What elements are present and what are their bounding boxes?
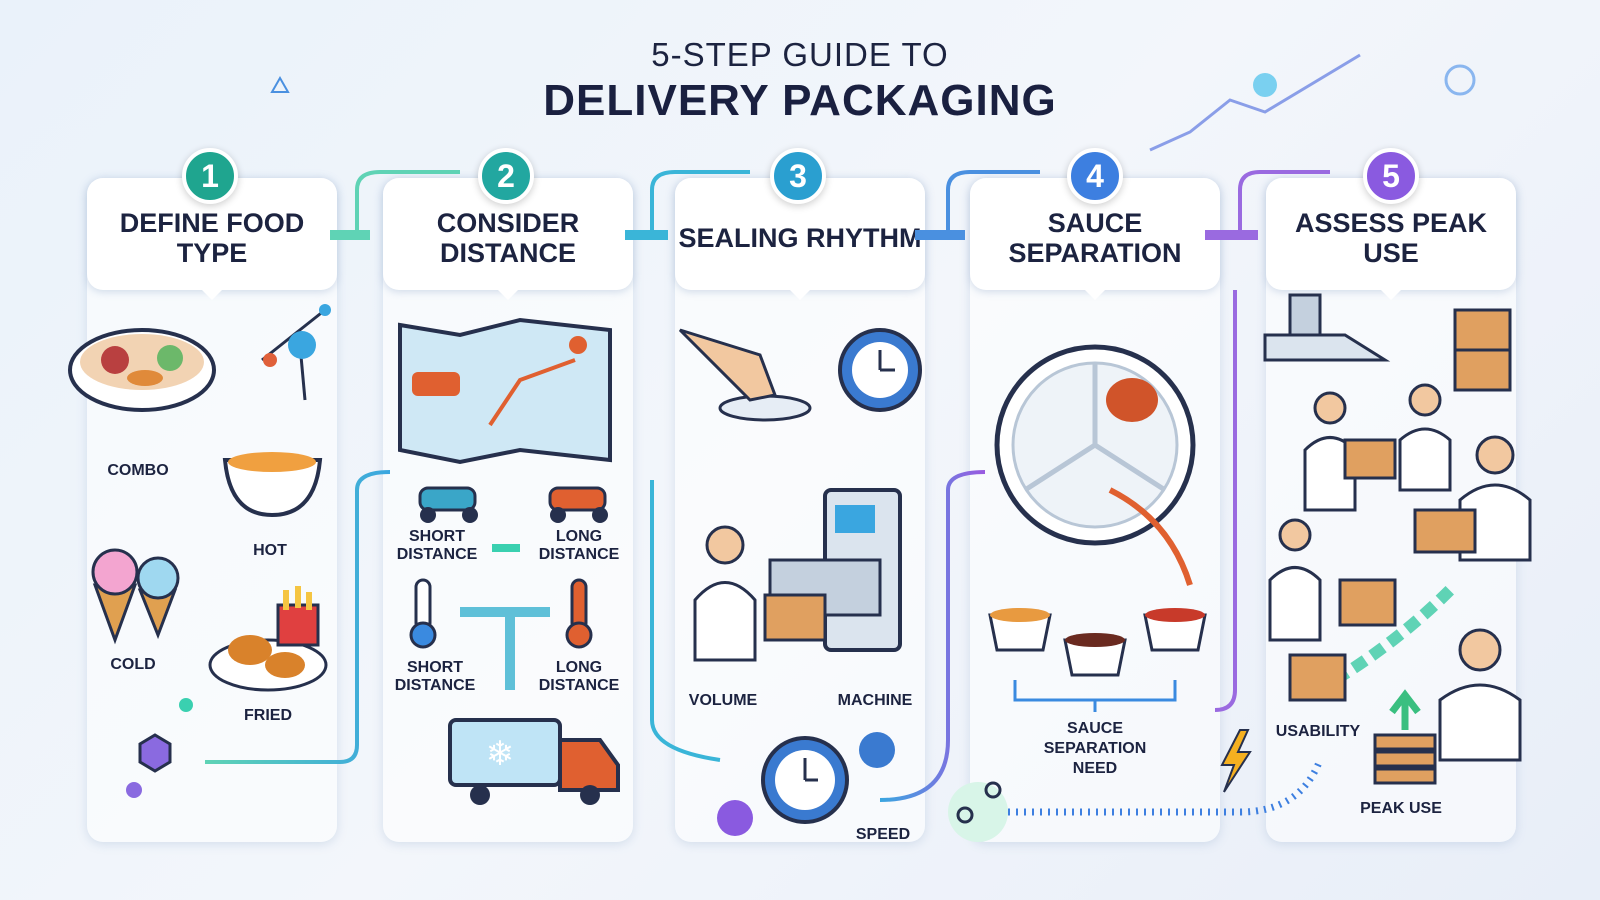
kitchen-workers-icon xyxy=(1303,383,1532,562)
scooter-short-icon xyxy=(418,486,478,523)
label-short-distance: SHORT DISTANCE xyxy=(396,528,478,563)
sauce-flow-arrow xyxy=(1108,487,1193,586)
usability-box-icon xyxy=(1288,653,1347,702)
label-long-distance-temp: LONG DISTANCE xyxy=(538,659,620,694)
divided-plate-icon xyxy=(994,344,1196,546)
map-icon xyxy=(398,317,612,465)
link-node-icon xyxy=(948,781,1008,842)
label-sauce-separation-need: SAUCE SEPARATION NEED xyxy=(1043,720,1147,777)
step-2-number-badge: 2 xyxy=(478,148,534,204)
label-speed: SPEED xyxy=(855,826,911,843)
temperature-arrows xyxy=(460,607,550,690)
label-usability: USABILITY xyxy=(1275,723,1361,740)
label-cold: COLD xyxy=(110,656,156,673)
sauce-cups-icon xyxy=(988,608,1207,677)
refrigerated-truck-icon: ❄ xyxy=(448,718,620,805)
step-4-title: SAUCE SEPARATION xyxy=(970,178,1220,300)
thermometer-hot-icon xyxy=(565,578,593,649)
worker-with-box-icon xyxy=(693,525,827,662)
sauce-bracket xyxy=(1013,680,1177,712)
combo-bowl-icon xyxy=(68,328,216,412)
title-line-1: 5-STEP GUIDE TO xyxy=(651,36,949,73)
svg-text:❄: ❄ xyxy=(486,735,515,773)
label-short-distance-temp: SHORT DISTANCE xyxy=(394,659,476,694)
ice-cream-icon xyxy=(91,548,180,645)
stacked-boxes-icon xyxy=(1453,308,1512,392)
step-1-number-badge: 1 xyxy=(182,148,238,204)
label-peak-use: PEAK USE xyxy=(1360,800,1442,817)
label-volume: VOLUME xyxy=(688,692,758,709)
hexagon-molecule-icon xyxy=(126,698,193,798)
clock-gear-icon xyxy=(838,328,922,412)
step-1-card: DEFINE FOOD TYPE xyxy=(87,178,337,842)
page-title: DELIVERY PACKAGING xyxy=(543,76,1057,125)
growth-arrow xyxy=(1331,585,1455,686)
label-hot: HOT xyxy=(253,542,287,559)
label-combo: COMBO xyxy=(107,462,169,479)
peak-use-stack-icon xyxy=(1373,689,1437,785)
molecule-icon xyxy=(261,304,331,401)
sealing-machine-icon xyxy=(768,488,902,652)
worker-packing-icon xyxy=(1268,518,1397,642)
lightning-icon xyxy=(1220,729,1252,793)
step-4-number-badge: 4 xyxy=(1067,148,1123,204)
step-3-number-badge: 3 xyxy=(770,148,826,204)
label-machine: MACHINE xyxy=(837,692,913,709)
hot-soup-icon xyxy=(222,452,323,518)
kitchen-hood-icon xyxy=(1263,293,1391,362)
scooter-long-icon xyxy=(548,486,608,523)
sealing-hand-icon xyxy=(678,328,812,422)
step-5-number-badge: 5 xyxy=(1363,148,1419,204)
label-long-distance: LONG DISTANCE xyxy=(538,528,620,563)
thermometer-cold-icon xyxy=(409,578,437,649)
fried-chicken-icon xyxy=(208,586,328,692)
chef-thumbs-up-icon xyxy=(1438,628,1522,762)
label-fried: FRIED xyxy=(244,707,292,724)
trend-line-decoration xyxy=(1149,53,1361,152)
speed-clock-icon xyxy=(717,732,895,836)
